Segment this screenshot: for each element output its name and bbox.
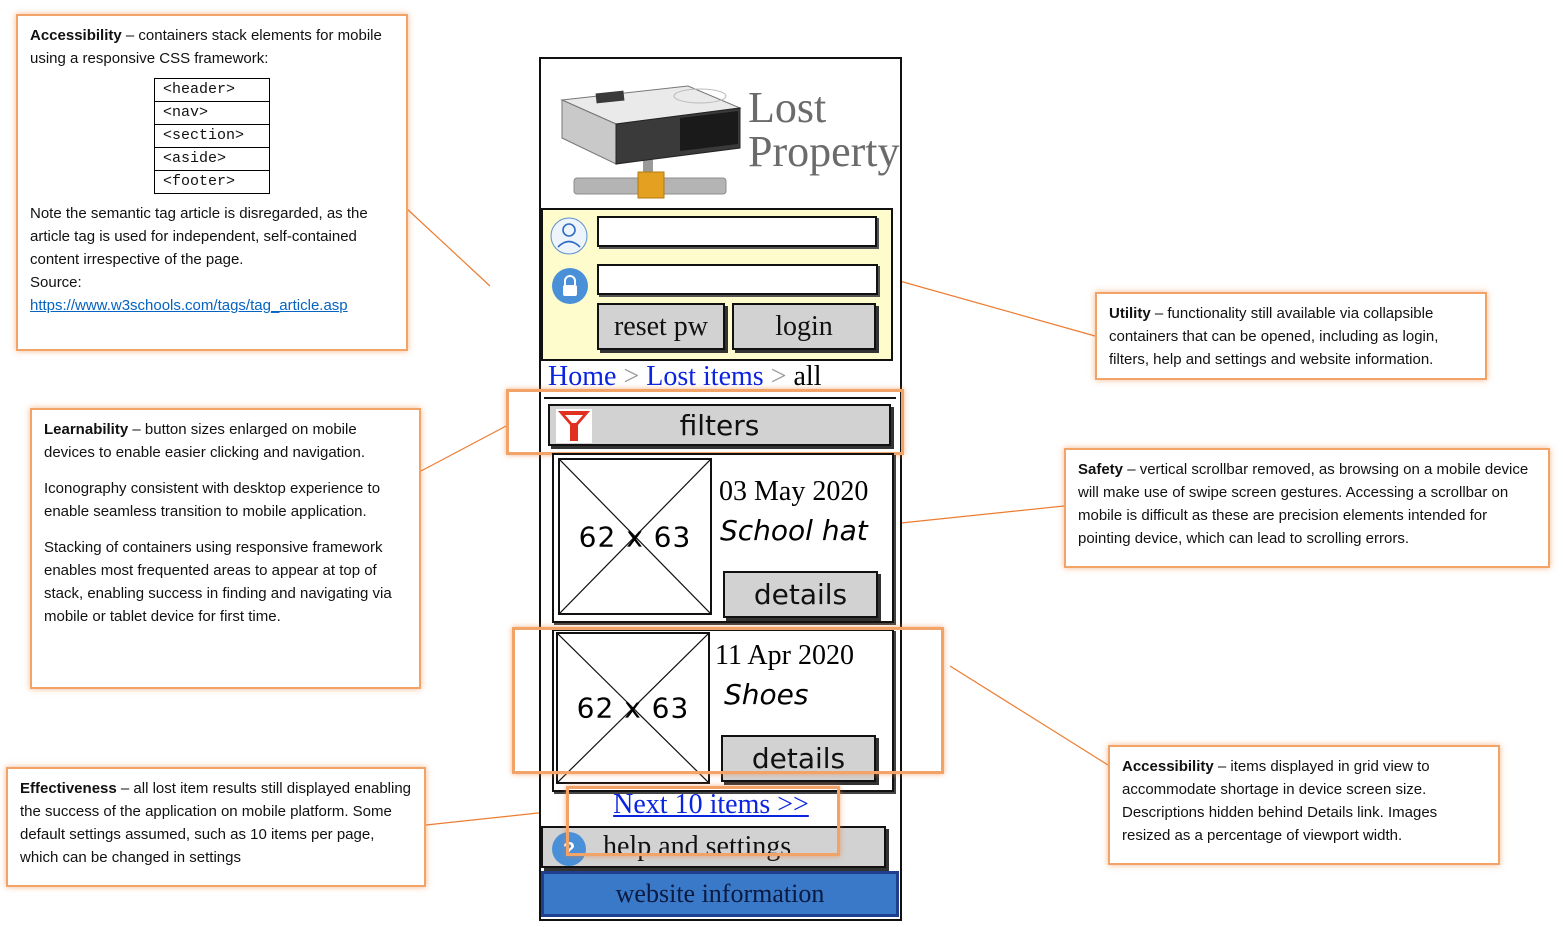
item-image-placeholder: 62 x 63	[558, 458, 712, 615]
help-settings-label: help and settings	[603, 831, 792, 862]
details-label: details	[753, 578, 848, 611]
note-learnability-p2: Iconography consistent with desktop expe…	[44, 480, 381, 520]
note-safety: Safety – vertical scrollbar removed, as …	[1064, 448, 1550, 568]
details-label: details	[751, 742, 846, 775]
reset-password-label: reset pw	[613, 310, 709, 342]
divider	[544, 397, 896, 399]
tag-cell: <section>	[154, 124, 270, 148]
note-text: – button sizes enlarged on mobile device…	[44, 421, 366, 461]
note-learnability-p3: Stacking of containers using responsive …	[44, 539, 392, 625]
item-date: 03 May 2020	[719, 476, 869, 507]
breadcrumb: Home > Lost items > all	[548, 360, 821, 394]
note-effectiveness: Effectiveness – all lost item results st…	[6, 767, 426, 887]
placeholder-cross-icon	[560, 460, 710, 613]
item-image-placeholder: 62 x 63	[556, 632, 710, 784]
item-name: Shoes	[724, 678, 809, 711]
item-details-button[interactable]: details	[723, 571, 878, 618]
svg-text:?: ?	[563, 839, 575, 861]
server-logo-icon	[560, 85, 742, 199]
tag-cell: <header>	[154, 78, 270, 102]
note-text: – all lost item results still displayed …	[20, 780, 412, 866]
source-link[interactable]: https://www.w3schools.com/tags/tag_artic…	[30, 297, 348, 314]
breadcrumb-separator: >	[770, 361, 787, 392]
item-image-label: 62 x 63	[576, 691, 690, 725]
note-accessibility-grid: Accessibility – items displayed in grid …	[1108, 745, 1500, 865]
next-items-link[interactable]: Next 10 items >>	[613, 789, 809, 820]
note-title: Effectiveness	[20, 780, 117, 797]
help-settings-button[interactable]: ? help and settings	[541, 826, 886, 868]
item-name: School hat	[720, 514, 868, 547]
note-text: – containers stack elements for mobile u…	[30, 27, 382, 67]
connector-accessibility-bottom	[949, 665, 1109, 766]
reset-password-button[interactable]: reset pw	[597, 303, 725, 350]
connector-accessibility-top	[405, 207, 491, 287]
password-input[interactable]	[597, 264, 878, 295]
note-source-label: Source:	[30, 274, 82, 291]
note-title: Accessibility	[1122, 758, 1214, 775]
note-title: Safety	[1078, 461, 1124, 478]
tag-cell: <aside>	[154, 147, 270, 171]
next-items-container: Next 10 items >>	[540, 788, 882, 822]
note-title: Accessibility	[30, 27, 122, 44]
semantic-tag-table: <header> <nav> <section> <aside> <footer…	[154, 78, 270, 194]
connector-learnability	[420, 424, 509, 472]
website-info-label: website information	[615, 879, 825, 908]
login-label: login	[775, 310, 833, 342]
breadcrumb-lost-items-link[interactable]: Lost items	[646, 361, 764, 392]
note-text: – vertical scrollbar removed, as browsin…	[1078, 461, 1529, 547]
item-date: 11 Apr 2020	[715, 640, 854, 671]
note-accessibility-intro: Accessibility – containers stack element…	[30, 24, 394, 70]
logo-line-2: Property	[748, 127, 900, 176]
note-learnability: Learnability – button sizes enlarged on …	[30, 408, 421, 689]
user-icon	[550, 217, 588, 255]
connector-utility	[895, 279, 1096, 337]
username-input[interactable]	[597, 216, 877, 247]
login-button[interactable]: login	[732, 303, 876, 350]
funnel-icon	[556, 409, 592, 443]
logo-title: Lost Property	[748, 86, 900, 174]
note-utility: Utility – functionality still available …	[1095, 292, 1487, 380]
breadcrumb-current: all	[793, 361, 822, 392]
breadcrumb-separator: >	[623, 361, 640, 392]
note-title: Learnability	[44, 421, 129, 438]
filters-button[interactable]: filters	[548, 404, 891, 446]
connector-safety	[900, 505, 1065, 524]
tag-cell: <nav>	[154, 101, 270, 125]
item-details-button[interactable]: details	[721, 735, 876, 782]
note-learnability-p1: Learnability – button sizes enlarged on …	[44, 418, 407, 464]
note-title: Utility	[1109, 305, 1151, 322]
note-text: – functionality still available via coll…	[1109, 305, 1439, 368]
lock-icon	[552, 268, 588, 304]
website-info-button[interactable]: website information	[541, 871, 899, 917]
tag-cell: <footer>	[154, 170, 270, 194]
placeholder-cross-icon	[558, 634, 708, 782]
logo-line-1: Lost	[748, 83, 827, 132]
item-image-label: 62 x 63	[578, 520, 692, 553]
note-text: – items displayed in grid view to accomm…	[1122, 758, 1438, 844]
note-accessibility-containers: Accessibility – containers stack element…	[16, 14, 408, 351]
breadcrumb-home-link[interactable]: Home	[548, 361, 617, 392]
question-icon: ?	[552, 832, 586, 866]
filters-label: filters	[679, 408, 760, 442]
note-article-remark: Note the semantic tag article is disrega…	[30, 205, 368, 268]
